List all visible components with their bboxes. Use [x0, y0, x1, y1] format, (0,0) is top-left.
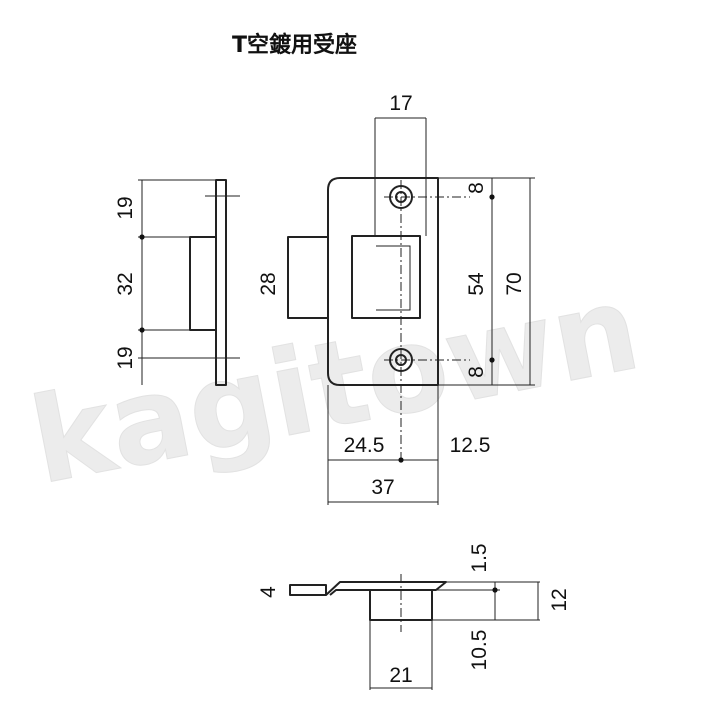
dim-plate-lip-label: 4 — [257, 586, 280, 598]
dim-hole-spacing-width-label: 17 — [389, 92, 412, 115]
dim-dot-top-hole — [489, 194, 495, 200]
latch-opening-inner — [376, 245, 411, 311]
latch-opening — [351, 235, 421, 319]
dim-top-hole-offset-label: 8 — [465, 182, 488, 194]
dim-side-bottom-label: 19 — [114, 346, 137, 369]
dim-overall-height-label: 70 — [503, 272, 526, 295]
bottom-view: 4 1.5 10.5 12 21 — [257, 543, 571, 690]
plate-profile — [325, 581, 447, 596]
side-view: 19 32 19 — [114, 179, 240, 386]
lip-outline — [289, 584, 327, 596]
dim-dot-bottom-hole — [489, 357, 495, 363]
dim-opening-height-label: 28 — [257, 272, 280, 295]
dim-cup-depth-label: 10.5 — [468, 630, 491, 671]
front-tongue-outline — [287, 236, 328, 319]
dim-cup-width-label: 21 — [389, 664, 412, 687]
dim-left-to-hole-label: 24.5 — [344, 434, 385, 457]
side-cup-outline — [189, 236, 216, 331]
dim-overall-width-label: 37 — [371, 476, 394, 499]
dim-side-top-label: 19 — [114, 196, 137, 219]
dim-dot-thickness — [492, 587, 498, 593]
dim-hole-to-right-label: 12.5 — [450, 434, 491, 457]
dim-overall-depth-label: 12 — [548, 588, 571, 611]
dim-bottom-hole-offset-label: 8 — [465, 366, 488, 378]
front-plate-outline — [327, 177, 439, 386]
dim-hole-to-hole-label: 54 — [465, 272, 488, 296]
dim-dot-hole-center — [398, 457, 404, 463]
dim-side-middle-label: 32 — [114, 272, 137, 295]
page-title: T空鍍用受座 — [232, 32, 357, 58]
side-dim-dot-1 — [139, 234, 145, 240]
dim-plate-thickness-label: 1.5 — [468, 543, 491, 572]
side-dim-dot-2 — [139, 327, 145, 333]
front-view: 17 28 8 54 8 70 24.5 12.5 37 — [257, 92, 535, 505]
